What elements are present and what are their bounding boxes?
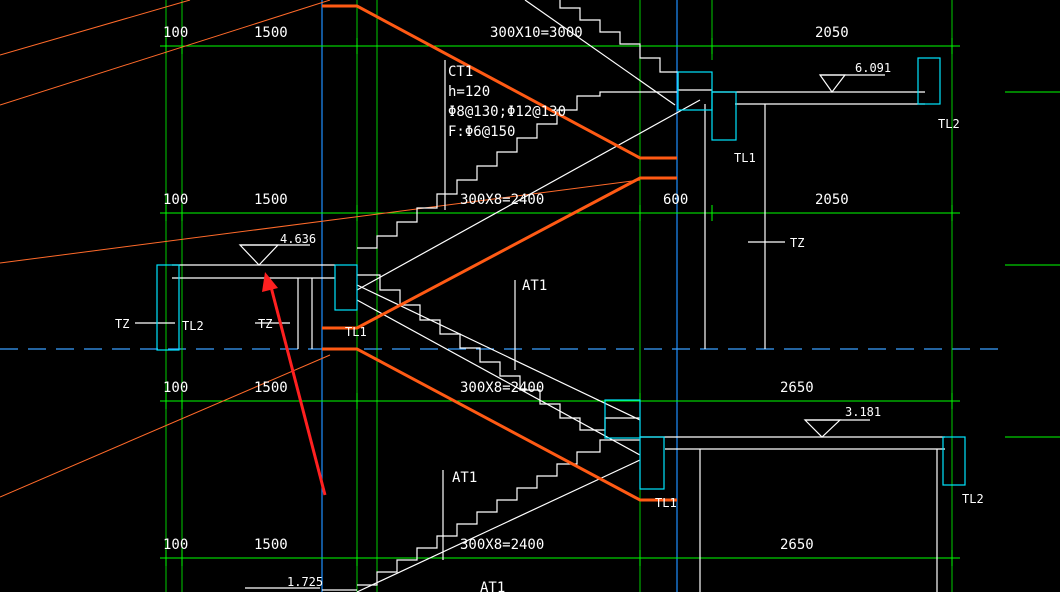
elevation-lower: 3.181 [845,405,881,419]
dim-r3-2650: 2650 [780,380,814,396]
dim-r1-1500: 1500 [254,25,288,41]
stair-rebar: Φ8@130;Φ12@130 [448,104,566,120]
beam-tl2-low [942,436,966,486]
beam-top-node [677,71,713,111]
dim-r2-2050: 2050 [815,192,849,208]
dim-r2-600: 600 [663,192,688,208]
dim-r2-1500: 1500 [254,192,288,208]
label-tl1-top: TL1 [734,151,756,165]
elevation-top: 6.091 [855,61,891,75]
dim-r3-steps: 300X8=2400 [460,380,544,396]
dim-r3-100: 100 [163,380,188,396]
beam-tl1-low [639,436,665,490]
dim-r2-steps: 300X8=2400 [460,192,544,208]
beam-tl2-top [917,57,941,105]
dim-r3-1500: 1500 [254,380,288,396]
stair-distribution: F:Φ6@150 [448,124,515,140]
dim-r1-100: 100 [163,25,188,41]
dimension-lines [160,0,1060,592]
dim-r4-1500: 1500 [254,537,288,553]
beam-tl1-mid [334,264,358,311]
label-at1-lower: AT1 [452,470,477,486]
dimension-texts: 100 1500 300X10=3000 2050 100 1500 300X8… [163,25,849,553]
component-labels: TL1 TL2 TZ TZ TL2 TZ TL1 AT1 AT1 AT1 TL1… [115,117,984,592]
dim-r4-steps: 300X8=2400 [460,537,544,553]
elevation-mid: 4.636 [280,232,316,246]
label-tl1-low: TL1 [655,496,677,510]
stair-flights [135,0,945,592]
stair-name: CT1 [448,64,473,80]
dim-r1-steps: 300X10=3000 [490,25,583,41]
beams [156,57,966,490]
elevation-texts: 6.091 4.636 3.181 1.725 [280,61,891,589]
label-tl1-mid: TL1 [345,325,367,339]
label-tz-right: TZ [790,236,804,250]
beam-low-node [604,399,641,439]
dim-r1-2050: 2050 [815,25,849,41]
label-tl2-left: TL2 [182,319,204,333]
label-tz-mid: TZ [258,317,272,331]
dim-r4-2650: 2650 [780,537,814,553]
stair-thickness: h=120 [448,84,490,100]
beam-tl1-top [711,91,737,141]
reference-lines [0,0,641,498]
axis-lines [0,0,1000,592]
label-at1-upper: AT1 [522,278,547,294]
label-tl2-low: TL2 [962,492,984,506]
label-tz-left: TZ [115,317,129,331]
label-at1-bottom: AT1 [480,580,505,592]
label-tl2-top: TL2 [938,117,960,131]
elevation-bottom: 1.725 [287,575,323,589]
beam-tl2-left [156,264,180,351]
stair-note: CT1 h=120 Φ8@130;Φ12@130 F:Φ6@150 [448,64,566,140]
annotation-arrow [262,272,327,496]
dim-r2-100: 100 [163,192,188,208]
section-lines [322,4,677,502]
dim-r4-100: 100 [163,537,188,553]
